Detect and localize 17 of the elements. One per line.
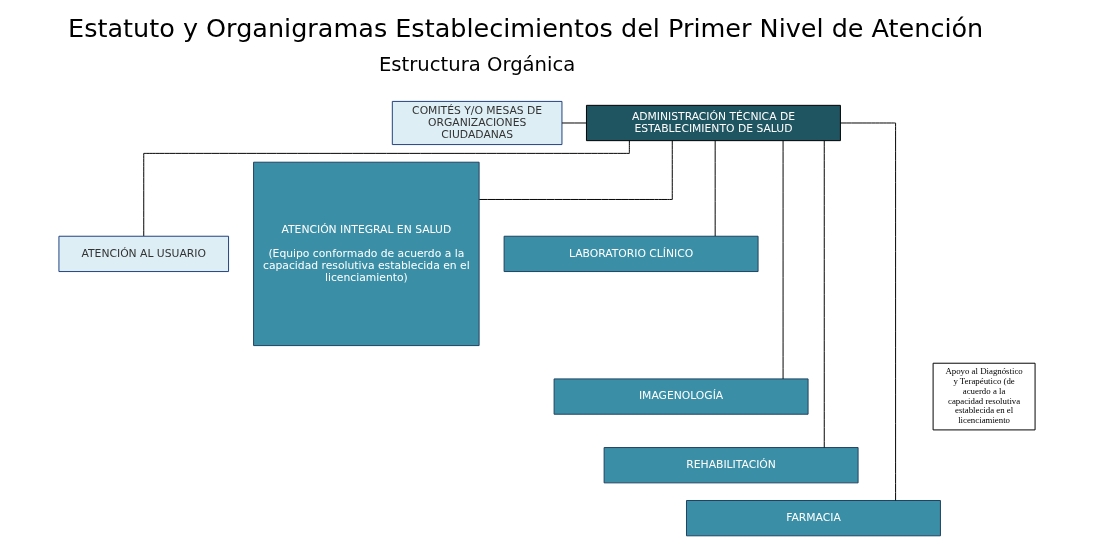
node-box: Apoyo al Diagnóstico y Terapéutico (de acuerdo a la capacidad resolutiva establecida en el licenciamiento — [932, 362, 1036, 431]
node-box: ATENCIÓN AL USUARIO — [57, 235, 229, 273]
connector — [823, 140, 825, 448]
connector — [561, 122, 587, 124]
connector — [782, 140, 784, 380]
connector — [714, 140, 716, 237]
node-box: IMAGENOLOGÍA — [553, 378, 809, 415]
diagram-title: Estatuto y Organigramas Establecimientos del Primer Nivel de Atención — [67, 12, 983, 43]
node-box: ADMINISTRACIÓN TÉCNICA DE ESTABLECIMIENTO DE SALUD — [585, 104, 841, 142]
node-box: ATENCIÓN INTEGRAL EN SALUD (Equipo conformado de acuerdo a la capacidad resolutiva establecida en el licenciamiento) — [252, 161, 480, 347]
connector — [478, 140, 673, 200]
node-box: COMITÉS Y/O MESAS DE ORGANIZACIONES CIUDADANAS — [391, 100, 562, 146]
connector — [839, 122, 896, 501]
node-box: LABORATORIO CLÍNICO — [503, 235, 759, 273]
label: Estructura Orgánica — [378, 53, 575, 77]
node-box: FARMACIA — [685, 500, 941, 537]
node-box: REHABILITACIÓN — [603, 447, 859, 484]
